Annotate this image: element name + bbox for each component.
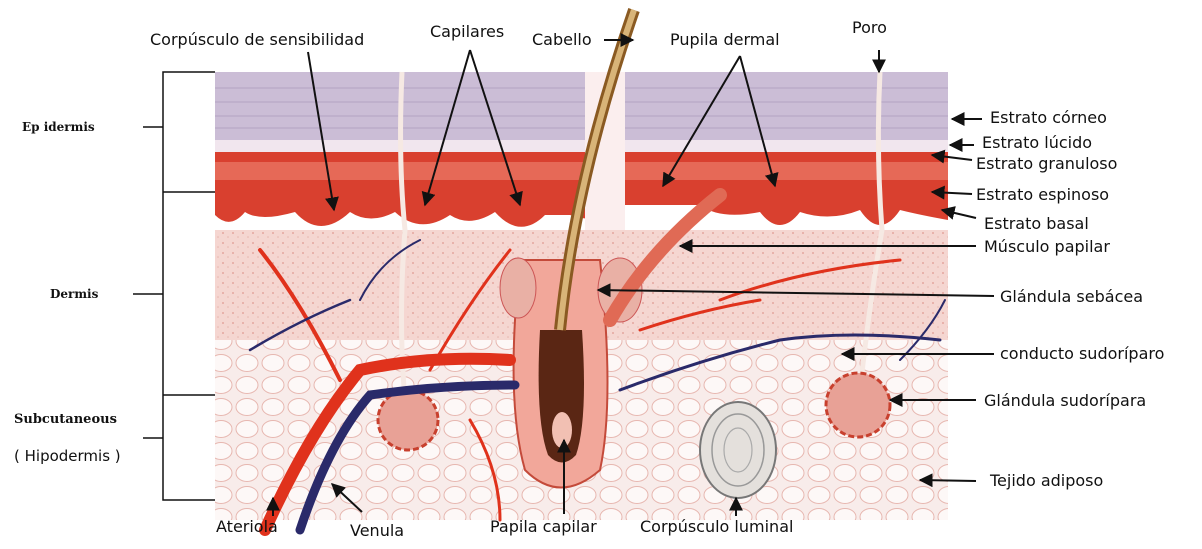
label-ateriola: Ateriola [216,517,278,537]
label-estrato-corneo: Estrato córneo [990,108,1107,128]
label-glandula-sudoripara: Glándula sudorípara [984,391,1146,411]
label-estrato-espinoso: Estrato espinoso [976,185,1109,205]
layer-brackets [133,72,215,500]
label-cabello: Cabello [532,30,592,50]
label-conducto-sudoriparo: conducto sudoríparo [1000,344,1164,364]
label-glandula-sebacea: Glándula sebácea [1000,287,1143,307]
label-venula: Venula [350,521,404,541]
label-subcutaneous: Subcutaneous [14,412,117,427]
label-corpusculo-luminal: Corpúsculo luminal [640,517,793,537]
label-musculo-papilar: Músculo papilar [984,237,1110,257]
label-tejido-adiposo: Tejido adiposo [990,471,1103,491]
label-estrato-granuloso: Estrato granuloso [976,154,1117,174]
label-epidermis: Ep idermis [22,120,95,134]
label-hipodermis: ( Hipodermis ) [14,446,121,466]
label-pupila-dermal: Pupila dermal [670,30,780,50]
label-dermis: Dermis [50,287,98,301]
label-estrato-lucido: Estrato lúcido [982,133,1092,153]
sebaceous-gland [500,258,536,318]
label-capilares: Capilares [430,22,504,42]
label-estrato-basal: Estrato basal [984,214,1089,234]
sweat-gland-right [826,373,890,437]
stratum-corneum [215,72,948,140]
label-poro: Poro [852,18,887,38]
label-corpusculo-sensibilidad: Corpúsculo de sensibilidad [150,30,364,50]
label-papila-capilar: Papila capilar [490,517,597,537]
pointer-tejido-adiposo [920,480,976,481]
sweat-gland-left [378,390,438,450]
